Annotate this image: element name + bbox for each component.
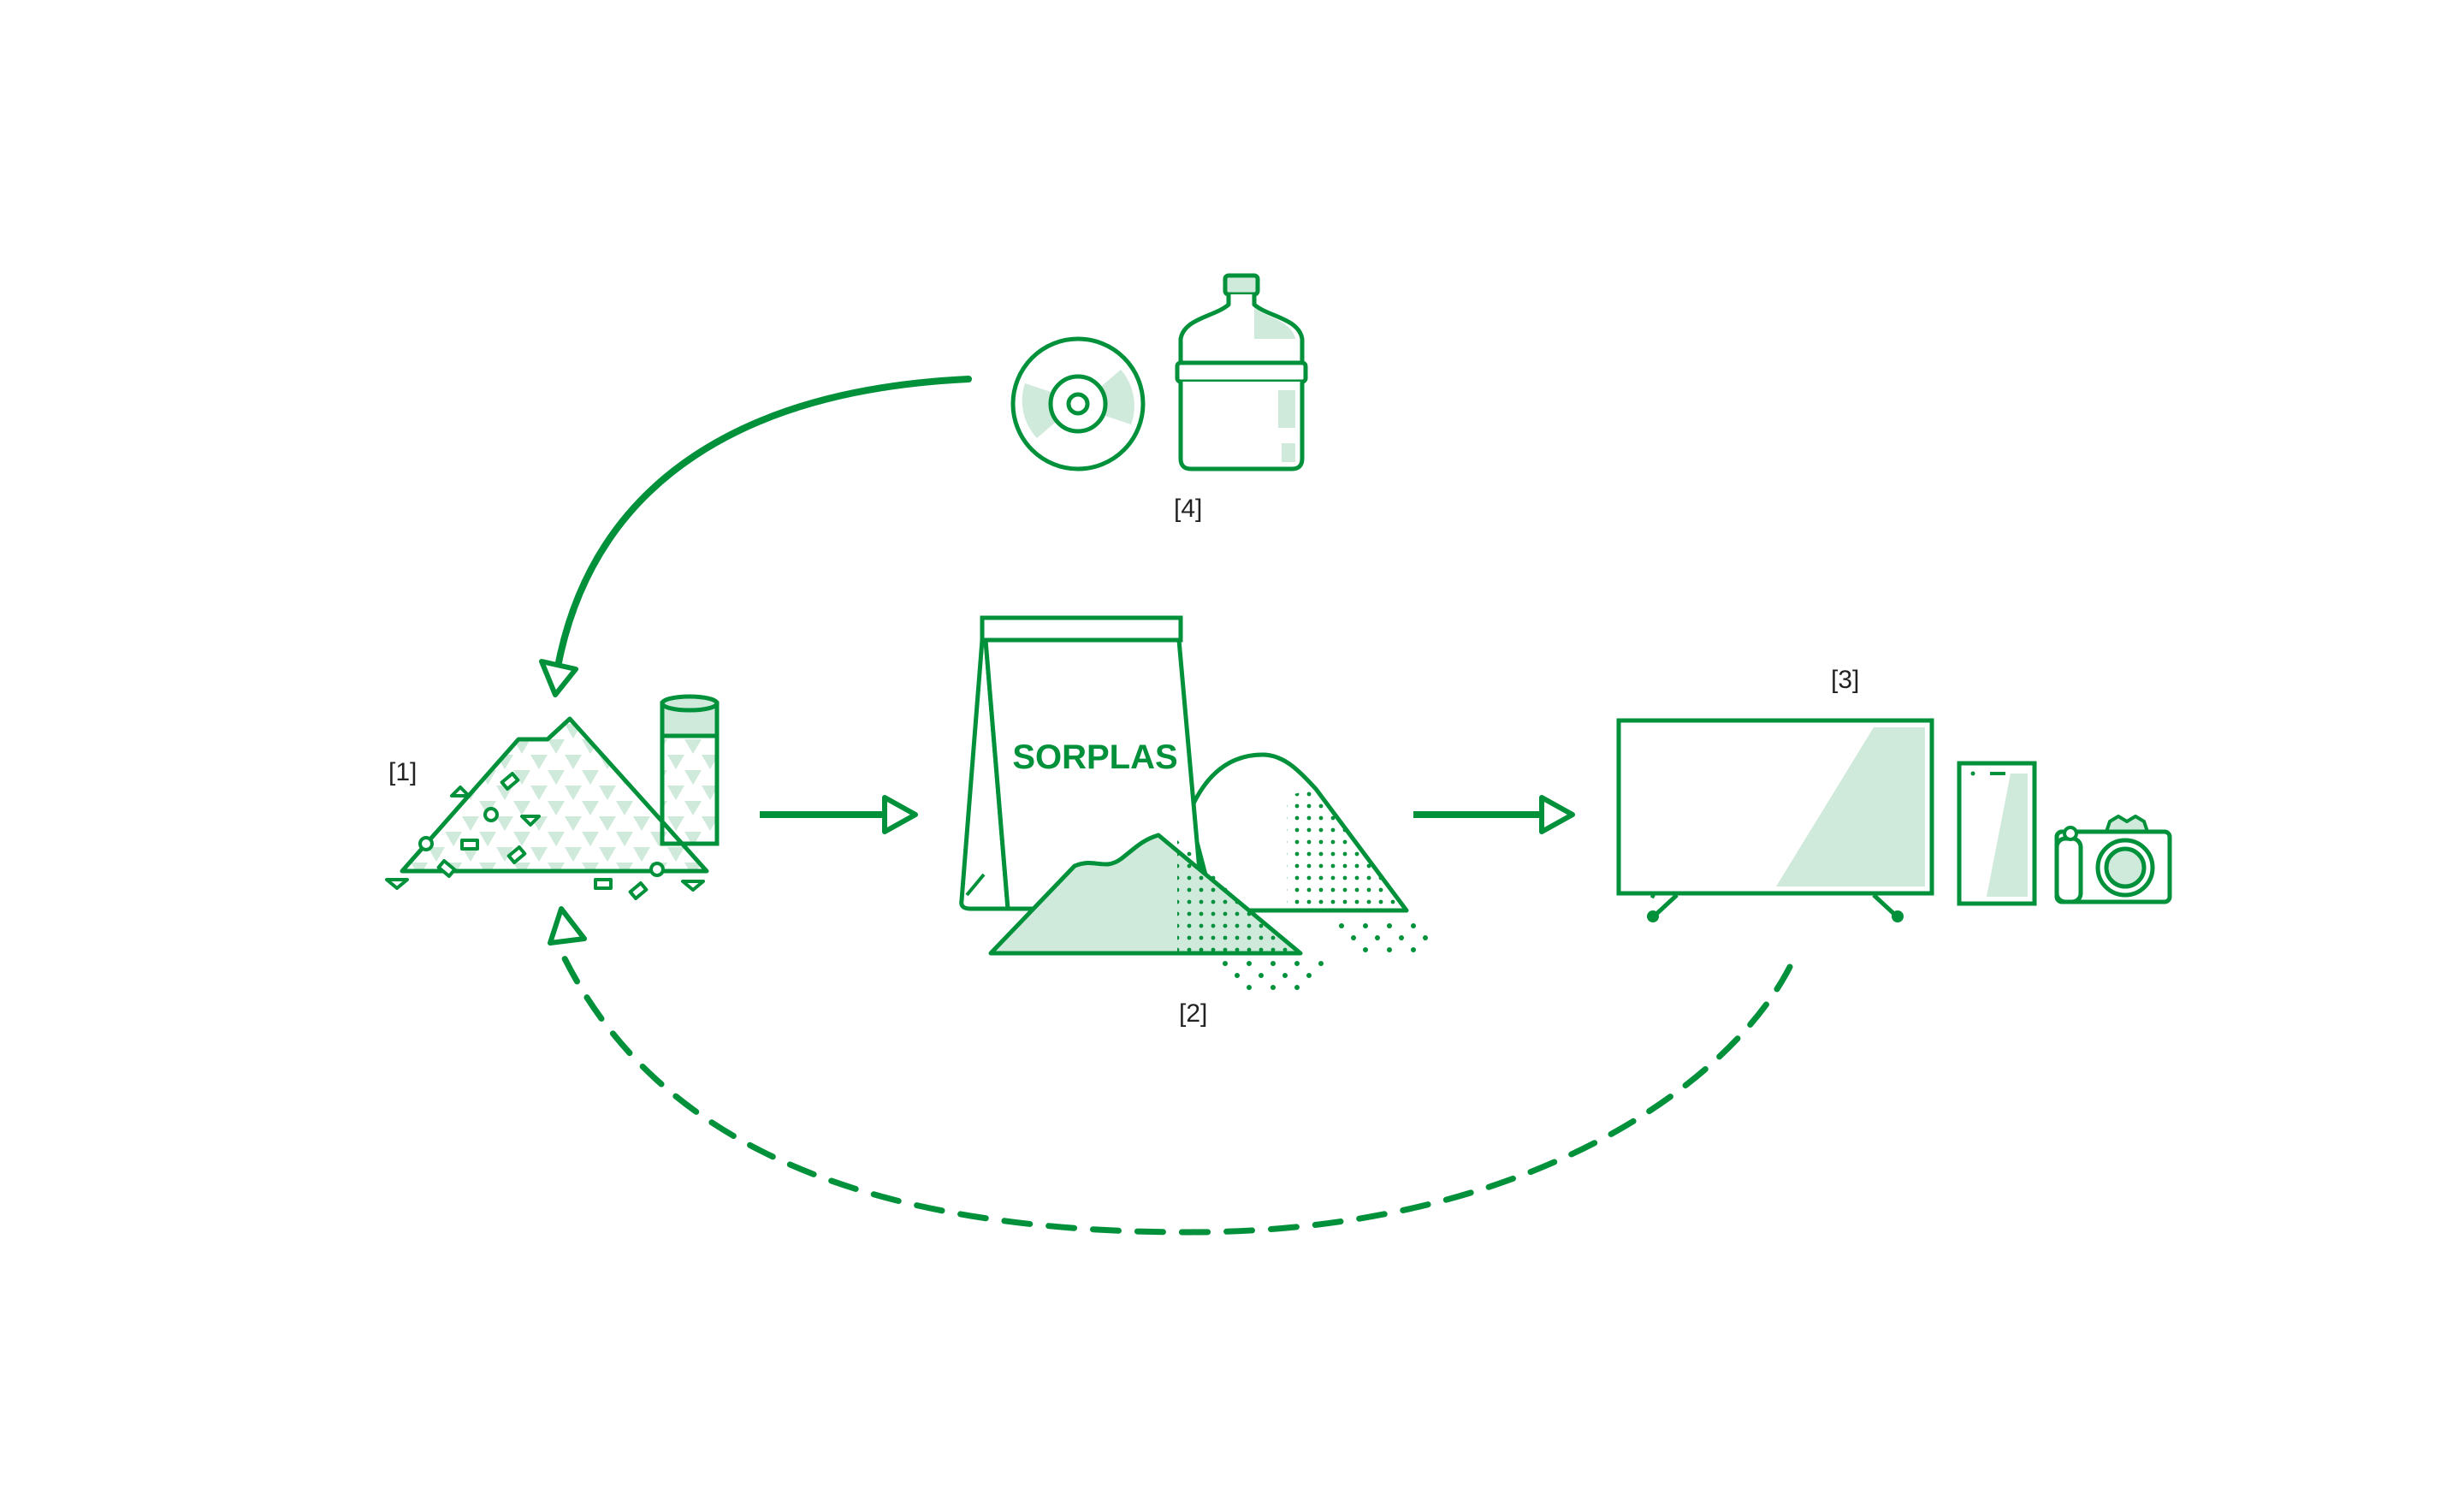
label-step-4: [4] [1174, 495, 1202, 523]
arrow-waste-to-pellets [760, 795, 918, 834]
arrow-pellets-to-products [1413, 795, 1575, 834]
bag-brand-text: SORPLAS [1012, 738, 1177, 776]
sorplas-bag-icon: SORPLAS [959, 615, 1428, 990]
arrow-sources-to-waste [539, 376, 972, 697]
cd-disc-icon [1010, 336, 1146, 471]
label-step-3: [3] [1831, 666, 1859, 694]
label-step-2: [2] [1179, 999, 1207, 1028]
water-bottle-icon [1175, 273, 1308, 471]
tv-icon [1616, 718, 1934, 922]
smartphone-icon [1957, 761, 2037, 906]
camera-icon [2054, 815, 2172, 904]
arrow-products-to-waste-dashed [548, 906, 1793, 1236]
label-step-1: [1] [388, 758, 417, 786]
plastic-waste-pile-icon [385, 694, 720, 900]
